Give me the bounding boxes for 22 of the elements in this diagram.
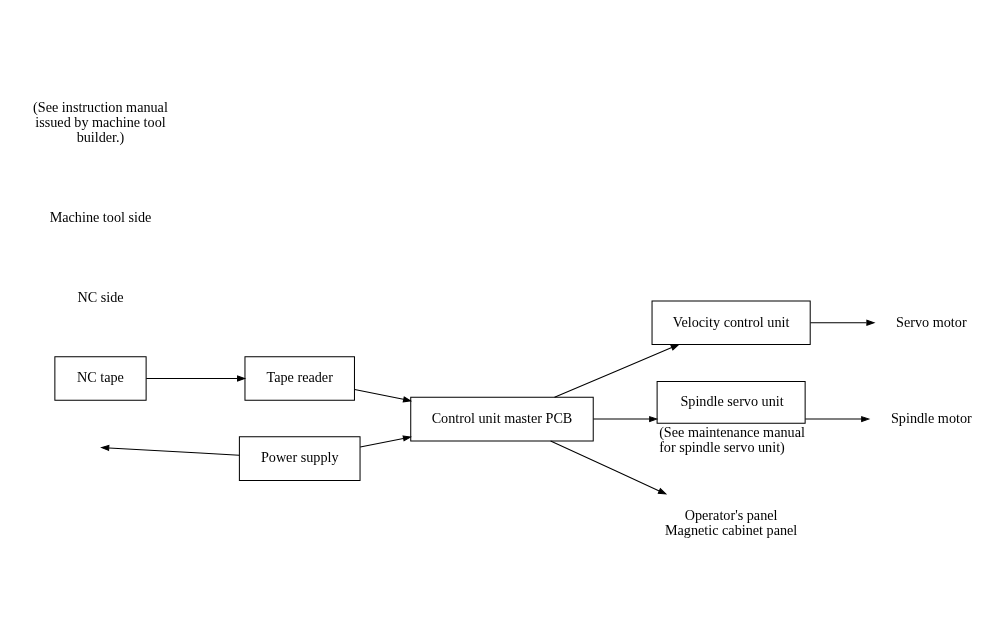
node-box: NC tape <box>54 355 147 401</box>
arrow <box>554 343 680 398</box>
arrow <box>804 415 871 422</box>
node-box: Power supply <box>238 435 361 481</box>
arrow <box>100 444 240 456</box>
node-label: (See maintenance manual for spindle servo unit) <box>659 423 805 455</box>
node-box: Control unit master PCB <box>410 396 594 441</box>
node-box: Spindle servo unit <box>656 380 806 424</box>
node-box: Tape reader <box>244 355 355 401</box>
arrow <box>809 319 876 326</box>
arrow <box>359 434 412 447</box>
arrow <box>354 388 413 402</box>
label: Machine tool side <box>49 208 152 225</box>
node-text: Operator's panel Magnetic cabinet panel <box>664 506 798 538</box>
label: NC side <box>77 288 124 305</box>
arrow <box>592 415 659 422</box>
node-box: Velocity control unit <box>651 300 811 345</box>
node-text: Spindle motor <box>890 409 972 426</box>
arrow <box>145 374 247 382</box>
node-text: Servo motor <box>896 313 967 330</box>
label: (See instruction manual issued by machine tool builder.) <box>33 98 168 145</box>
arrow <box>550 440 668 495</box>
